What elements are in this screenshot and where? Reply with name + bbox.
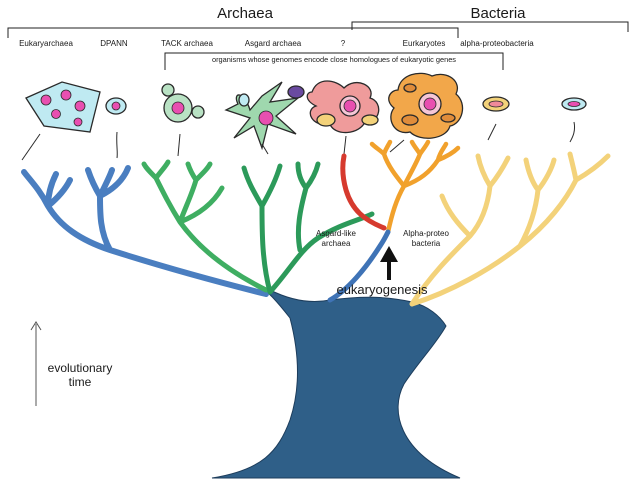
arrow-alpha-proteobacteria (487, 123, 497, 141)
eukaryote-cell-illustration (388, 72, 464, 139)
arrow-dpann (116, 131, 118, 159)
clade-label-asgard: Asgard archaea (245, 39, 302, 48)
clade-label-eukaryotes: Eurkaryotes (403, 39, 446, 48)
tree-trunk (211, 283, 461, 479)
tack-cell-illustration (161, 83, 205, 123)
clade-label-tack: TACK archaea (161, 39, 213, 48)
clade-label-alpha-proteobacteria: alpha-proteobacteria (460, 39, 534, 48)
clade-label-unknown: ? (341, 39, 346, 48)
evolutionary-time-label-line2: time (69, 375, 92, 389)
branch-eukaryote-orange (369, 139, 461, 235)
bacterium-cell-illustration (561, 97, 587, 111)
arrow-asgard-like (343, 135, 347, 155)
eukaryarchaea-cell-illustration (25, 81, 101, 133)
evolutionary-time-label-line1: evolutionary (48, 361, 113, 375)
clade-label-eukaryarchaea: Eukaryarchaea (19, 39, 73, 48)
arrow-asgard (261, 143, 269, 155)
eukaryogenesis-label: eukaryogenesis (336, 282, 428, 297)
dpann-cell-illustration (105, 97, 127, 115)
arrow-bacterium (569, 121, 575, 143)
branch-asgard-green (241, 161, 375, 295)
archaea-bracket (7, 27, 459, 38)
clade-labels: Eukaryarchaea DPANN TACK archaea Asgard … (19, 39, 534, 48)
cell-illustrations (25, 72, 587, 151)
alpha-proteo-label-line1: Alpha-proteo (403, 229, 449, 238)
eukaryogenesis-arrow (380, 246, 398, 280)
branch-archaea-blue (21, 165, 269, 297)
phylogenetic-tree (21, 139, 611, 479)
alpha-proteobacteria-cell-illustration (482, 96, 510, 112)
clade-label-dpann: DPANN (100, 39, 128, 48)
tree-annotations: Asgard-like archaea Alpha-proteo bacteri… (316, 229, 449, 297)
domain-header: Archaea Bacteria (7, 5, 629, 38)
alpha-proteo-label-line2: bacteria (412, 239, 441, 248)
asgard-cell-illustration (224, 81, 305, 151)
bacteria-title: Bacteria (470, 5, 526, 22)
archaea-title: Archaea (217, 5, 274, 22)
arrow-tack (177, 133, 181, 157)
branch-asgard-like-red (340, 153, 387, 231)
homologues-note: organisms whose genomes encode close hom… (212, 55, 456, 64)
arrow-eukaryarchaea (21, 133, 41, 161)
cell-arrows (21, 121, 575, 161)
branch-tack-green (141, 159, 269, 293)
homologues-bracket (164, 52, 504, 70)
branch-bacteria-yellow (409, 151, 611, 307)
homologues-bracket-group: organisms whose genomes encode close hom… (164, 52, 504, 70)
time-axis-arrowhead (30, 321, 42, 331)
salmon-cell-illustration (306, 80, 380, 134)
evolutionary-time-axis: evolutionary time (30, 321, 113, 406)
asgard-like-label-line1: Asgard-like (316, 229, 357, 238)
arrow-eukaryote (389, 139, 405, 153)
asgard-like-label-line2: archaea (322, 239, 351, 248)
branch-neck (327, 229, 391, 303)
bacteria-bracket (351, 21, 629, 32)
